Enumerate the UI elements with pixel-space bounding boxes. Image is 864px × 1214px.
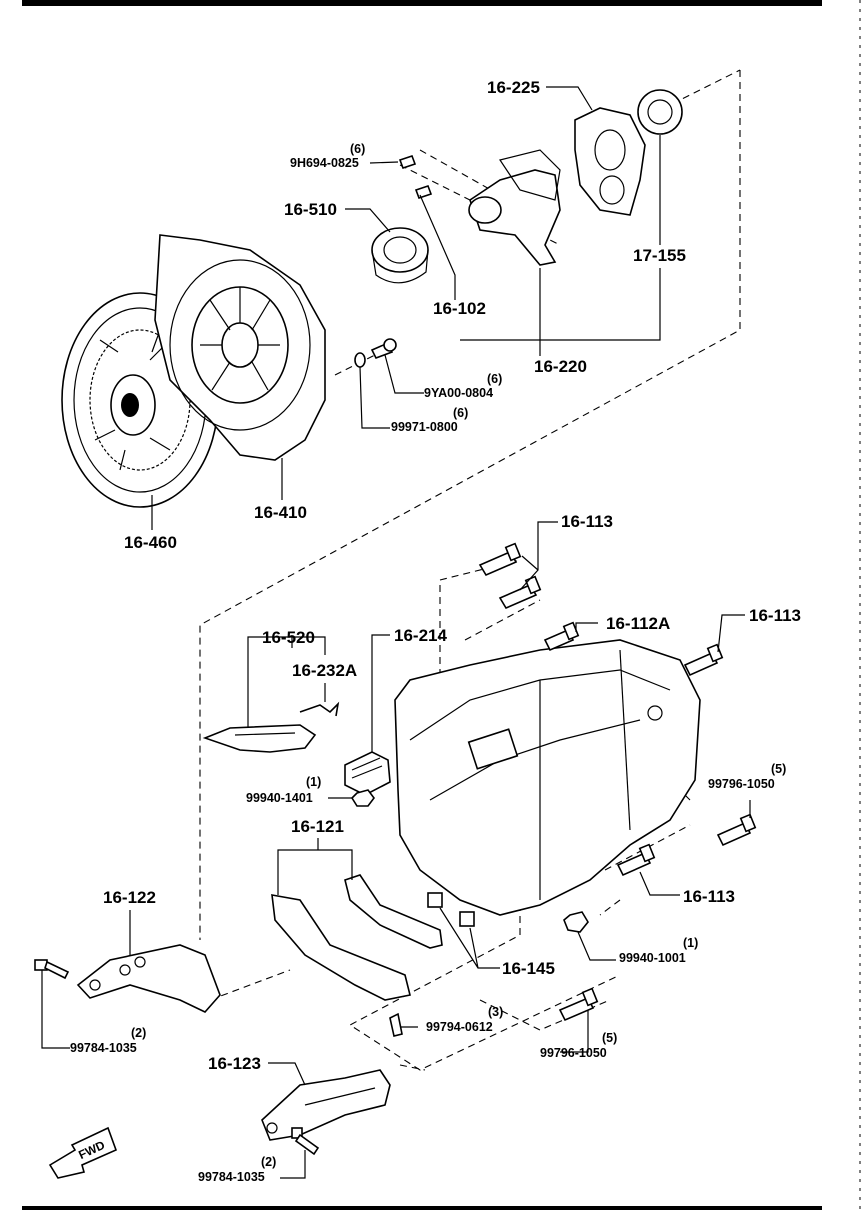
pressure-plate [154, 234, 326, 461]
leader-16-113-low [639, 871, 680, 896]
callout-16-122: 16-122 [103, 888, 156, 907]
callout-99940-1401: 99940-1401 [246, 791, 313, 805]
qty-9H694-0825: (6) [350, 142, 366, 156]
leader-16-113-right [717, 614, 745, 653]
bolt-99794-0612 [389, 1012, 403, 1037]
qty-99796-1050-b: (5) [602, 1031, 618, 1045]
callout-16-225: 16-225 [487, 78, 540, 97]
leader-99796-1050-low [560, 1010, 589, 1053]
clip-16-145-a [427, 892, 443, 908]
leader-16-510 [345, 208, 391, 233]
case-bolt-5 [716, 813, 757, 847]
fwd-arrow [48, 1126, 118, 1179]
boot [344, 751, 391, 796]
callout-99796-1050-a: 99796-1050 [708, 777, 775, 791]
leader-99940-1001 [577, 931, 616, 961]
callout-99971-0800: 99971-0800 [391, 420, 458, 434]
qty-99940-1001: (1) [683, 936, 699, 950]
qty-99796-1050-a: (5) [771, 762, 787, 776]
qty-99784-1035-a: (2) [131, 1026, 147, 1040]
callout-17-155: 17-155 [633, 246, 686, 265]
release-fork [202, 724, 317, 753]
oil-seal [637, 89, 683, 135]
leader-16-121 [277, 838, 353, 895]
leader-9YA00-0804 [384, 354, 424, 394]
case-bolt-1 [478, 542, 522, 577]
guide-line-11 [399, 1064, 426, 1071]
front-cover [468, 149, 561, 266]
guide-line-6 [464, 599, 541, 641]
leader-16-220 [460, 268, 661, 356]
leader-16-145 [439, 907, 500, 969]
bracket-16-123 [261, 1069, 391, 1141]
bracket-16-122 [76, 944, 221, 1013]
leader-16-113-top [519, 521, 558, 591]
leader-99784-1035-bottom [280, 1150, 306, 1179]
callout-16-145: 16-145 [502, 959, 555, 978]
leader-16-102 [419, 194, 456, 300]
callout-99784-1035-b: 99784-1035 [198, 1170, 265, 1184]
bolt-99784-1035-left [34, 959, 70, 980]
guide-line-2 [419, 149, 501, 196]
washer [354, 352, 366, 368]
callout-16-113-c: 16-113 [683, 887, 735, 906]
qty-99784-1035-b: (2) [261, 1155, 277, 1169]
leader-16-214 [371, 634, 390, 752]
leader-16-123 [268, 1062, 306, 1086]
qty-99940-1401: (1) [306, 775, 322, 789]
callout-16-232A: 16-232A [292, 661, 358, 680]
callout-99796-1050-b: 99796-1050 [540, 1046, 607, 1060]
callout-16-112A: 16-112A [606, 614, 671, 633]
callout-16-113-b: 16-113 [749, 606, 801, 625]
gasket [574, 107, 646, 216]
callout-16-510: 16-510 [284, 200, 337, 219]
callout-99784-1035-a: 99784-1035 [70, 1041, 137, 1055]
nut-99940-1401 [350, 789, 375, 807]
callout-16-102: 16-102 [433, 299, 486, 318]
leader-99971-0800 [359, 366, 390, 429]
bracket-16-121 [271, 874, 443, 1001]
case-bolt-6 [616, 843, 656, 877]
leader-16-520 [247, 636, 326, 728]
leader-16-112A [575, 622, 598, 632]
case-bolt-4 [683, 643, 724, 677]
callout-16-123: 16-123 [208, 1054, 261, 1073]
small-bolt-a [398, 154, 417, 170]
qty-9YA00-0804: (6) [487, 372, 503, 386]
assembly-outline-upper [199, 70, 741, 940]
callout-9H694-0825: 9H694-0825 [290, 156, 359, 170]
callout-16-113-a: 16-113 [561, 512, 613, 531]
leader-16-225 [546, 86, 593, 111]
nut-99940-1001 [563, 911, 589, 933]
leader-99784-1035-left [41, 970, 70, 1049]
callout-16-214: 16-214 [394, 626, 447, 645]
pressure-plate-bolt [370, 338, 397, 360]
callout-99794-0612: 99794-0612 [426, 1020, 493, 1034]
clip-16-145-b [459, 911, 475, 927]
transmission-case [394, 639, 701, 916]
guide-line-9 [599, 899, 621, 916]
callout-16-220: 16-220 [534, 357, 587, 376]
callout-16-520: 16-520 [262, 628, 315, 647]
callout-99940-1001: 99940-1001 [619, 951, 686, 965]
qty-99971-0800: (6) [453, 406, 469, 420]
bottom-border [22, 1206, 822, 1210]
callout-9YA00-0804: 9YA00-0804 [424, 386, 494, 400]
bolt-99784-1035-bottom [291, 1127, 320, 1156]
top-border [22, 0, 822, 6]
callout-16-410: 16-410 [254, 503, 307, 522]
guide-line-10 [209, 969, 291, 1001]
small-bolt-b [414, 184, 433, 200]
qty-99794-0612: (3) [488, 1005, 504, 1019]
case-bolt-7 [558, 987, 599, 1022]
leader-9H694-0825 [369, 161, 399, 164]
release-bearing [371, 227, 429, 284]
callout-16-460: 16-460 [124, 533, 177, 552]
callout-16-121: 16-121 [291, 817, 344, 836]
spring-clip [299, 701, 340, 717]
